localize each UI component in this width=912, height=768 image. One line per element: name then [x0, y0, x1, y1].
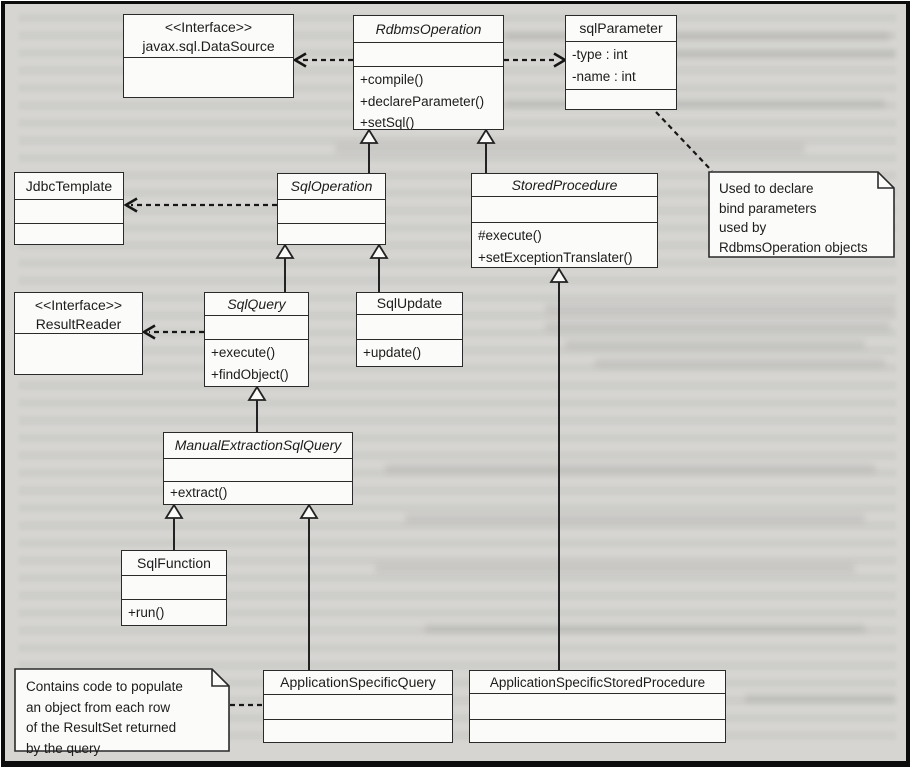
bleed-smudge: [745, 694, 895, 703]
class-javax-sql-datasource: <<Interface>> javax.sql.DataSource: [123, 14, 294, 98]
class-name: SqlFunction: [137, 554, 211, 571]
empty-compartment: [15, 333, 142, 374]
class-name: SqlOperation: [290, 178, 373, 194]
bleed-smudge: [505, 32, 890, 41]
methods-compartment: +execute() +findObject(): [205, 339, 308, 386]
methods-compartment: +update(): [357, 339, 462, 366]
class-name: SqlQuery: [227, 295, 286, 312]
methods-compartment: [566, 89, 676, 109]
class-name: JdbcTemplate: [25, 177, 113, 194]
note-resultset: Contains code to populate an object from…: [26, 679, 183, 756]
attributes-compartment: [122, 575, 226, 599]
class-manualextractionsqlquery: ManualExtractionSqlQuery +extract(): [163, 432, 353, 505]
triangle-arrowhead-icon: [476, 128, 496, 144]
arrowhead-right-icon: [553, 52, 568, 68]
attributes-compartment: [470, 693, 725, 719]
class-name: <<Interface>> javax.sql.DataSource: [142, 19, 275, 54]
class-sqlupdate: SqlUpdate +update(): [356, 292, 463, 367]
bleed-smudge: [385, 464, 875, 473]
bleed-smudge: [565, 340, 865, 349]
methods-compartment: +compile() +declareParameter() +setSql(): [354, 66, 503, 129]
class-name: ApplicationSpecificStoredProcedure: [489, 674, 706, 690]
class-sqlfunction: SqlFunction +run(): [121, 550, 227, 626]
class-name: ManualExtractionSqlQuery: [174, 437, 342, 453]
triangle-arrowhead-icon: [164, 503, 184, 519]
class-applicationspecificstoredprocedure: ApplicationSpecificStoredProcedure: [469, 670, 726, 743]
class-name: <<Interface>> ResultReader: [34, 297, 123, 332]
class-name: RdbmsOperation: [375, 20, 482, 37]
class-resultreader: <<Interface>> ResultReader: [14, 292, 143, 375]
class-name: SqlUpdate: [376, 295, 443, 311]
triangle-arrowhead-icon: [299, 503, 319, 519]
class-name: ApplicationSpecificQuery: [280, 674, 436, 690]
attributes-compartment: [354, 42, 503, 66]
attributes-compartment: [472, 196, 657, 222]
triangle-arrowhead-icon: [369, 243, 389, 259]
attributes-compartment: [205, 315, 308, 339]
empty-compartment: [124, 57, 293, 97]
methods-compartment: [470, 719, 725, 742]
bleed-smudge: [375, 564, 855, 573]
attributes-compartment: [278, 199, 385, 223]
attributes-compartment: [15, 199, 123, 223]
bleed-smudge: [545, 322, 890, 331]
arrowhead-left-icon: [292, 52, 307, 68]
arrowhead-left-icon: [141, 324, 156, 340]
class-sqlquery: SqlQuery +execute() +findObject(): [204, 292, 309, 387]
triangle-arrowhead-icon: [549, 267, 569, 283]
class-name: StoredProcedure: [511, 176, 618, 193]
attributes-compartment: [164, 458, 352, 481]
methods-compartment: #execute() +setExceptionTranslater(): [472, 222, 657, 267]
methods-compartment: +run(): [122, 599, 226, 625]
arrowhead-left-icon: [123, 197, 138, 213]
class-storedprocedure: StoredProcedure #execute() +setException…: [471, 173, 658, 268]
triangle-arrowhead-icon: [359, 128, 379, 144]
class-jdbctemplate: JdbcTemplate: [14, 172, 124, 245]
methods-compartment: +extract(): [164, 481, 352, 504]
bleed-smudge: [505, 99, 885, 108]
class-sqlparameter: sqlParameter -type : int -name : int: [565, 15, 677, 110]
triangle-arrowhead-icon: [247, 385, 267, 401]
attributes-compartment: -type : int -name : int: [566, 41, 676, 89]
attributes-compartment: [264, 694, 452, 719]
bleed-smudge: [545, 304, 895, 313]
bleed-smudge: [405, 514, 865, 523]
bleed-smudge: [595, 359, 885, 367]
methods-compartment: [278, 223, 385, 244]
methods-compartment: [15, 223, 123, 244]
bleed-smudge: [425, 624, 865, 633]
note-bind-parameters: Used to declare bind parameters used by …: [719, 181, 868, 255]
attributes-compartment: [357, 314, 462, 339]
class-applicationspecificquery: ApplicationSpecificQuery: [263, 670, 453, 743]
class-rdbmsoperation: RdbmsOperation +compile() +declareParame…: [353, 15, 504, 130]
bleed-smudge: [335, 144, 805, 153]
triangle-arrowhead-icon: [275, 243, 295, 259]
note-shapes: [14, 171, 895, 752]
class-sqloperation: SqlOperation: [277, 173, 386, 245]
methods-compartment: [264, 719, 452, 742]
class-name: sqlParameter: [579, 20, 663, 36]
note-anchor-sqlparameter: [655, 111, 713, 172]
